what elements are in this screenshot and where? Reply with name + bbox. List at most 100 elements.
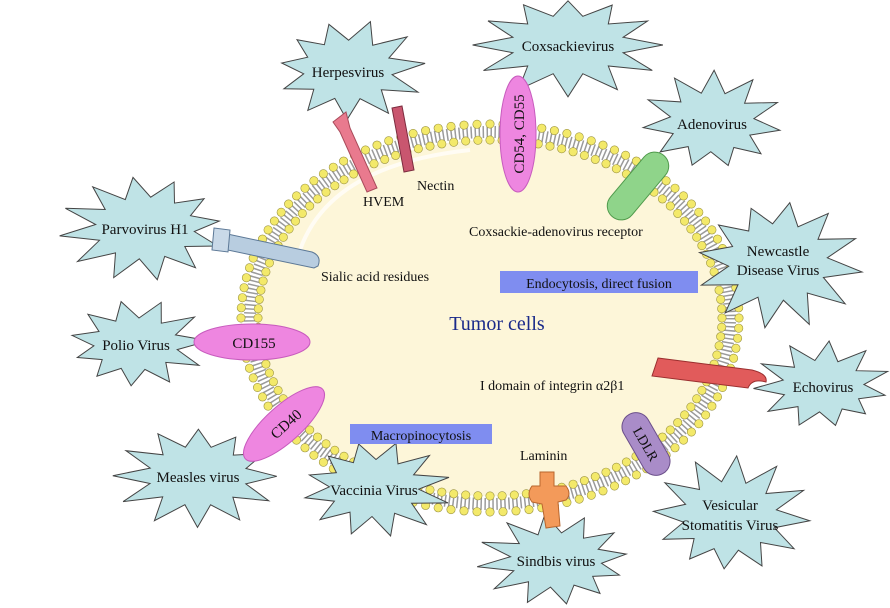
lipid-head: [261, 267, 271, 277]
virus-coxsackievirus-label: Coxsackievirus: [522, 39, 615, 55]
virus-newcastle-label-2: Disease Virus: [737, 263, 820, 279]
lipid-head: [733, 333, 743, 343]
lipid-head: [678, 191, 688, 201]
lipid-head: [694, 207, 704, 217]
virus-vaccinia: Vaccinia Virus: [303, 442, 450, 537]
lipid-head: [485, 119, 495, 129]
receptor-integrin: [651, 357, 767, 389]
lipid-head: [712, 392, 722, 402]
lipid-head: [318, 169, 328, 179]
receptor-sialic: [211, 227, 320, 269]
lipid-head: [449, 489, 459, 499]
lipid-head: [408, 129, 418, 139]
lipid-head: [473, 491, 483, 501]
receptor-cd54-cd55: CD54, CD55: [499, 75, 537, 193]
lipid-head: [328, 162, 338, 172]
lipid-head: [369, 159, 379, 169]
lipid-head: [621, 457, 631, 467]
receptor-sialic-label: Sialic acid residues: [321, 270, 429, 285]
lipid-head: [413, 144, 423, 154]
lipid-head: [694, 419, 704, 429]
lipid-head: [707, 401, 717, 411]
lipid-head: [574, 494, 584, 504]
lipid-head: [586, 490, 596, 500]
receptor-nectin: [391, 105, 415, 173]
lipid-head: [421, 126, 431, 136]
lipid-head: [321, 439, 331, 449]
lipid-head: [300, 183, 310, 193]
lipid-head: [673, 418, 683, 428]
membrane-tails: [244, 126, 736, 510]
virus-adenovirus: Adenovirus: [641, 69, 782, 167]
lipid-head: [485, 507, 495, 517]
lipid-head: [459, 120, 469, 130]
lipid-head: [241, 273, 251, 283]
lipid-head: [433, 503, 443, 513]
lipid-head: [473, 135, 483, 145]
entry-mode-endocytosis: Endocytosis, direct fusion: [500, 271, 698, 293]
lipid-head: [586, 136, 596, 146]
lipid-head: [273, 385, 283, 395]
lipid-head: [579, 150, 589, 160]
lipid-head: [291, 191, 301, 201]
lipid-head: [598, 140, 608, 150]
lipid-head: [686, 427, 696, 437]
lipid-head: [611, 462, 621, 472]
lipid-head: [601, 159, 611, 169]
lipid-head: [349, 169, 359, 179]
lipid-head: [318, 457, 328, 467]
lipid-head: [290, 216, 300, 226]
lipid-head: [562, 129, 572, 139]
center-label: Tumor cells: [449, 313, 545, 335]
lipid-head: [433, 123, 443, 133]
lipid-head: [446, 121, 456, 131]
lipid-head: [245, 263, 255, 273]
lipid-head: [313, 432, 323, 442]
lipid-head: [524, 505, 534, 515]
virus-adenovirus-label: Adenovirus: [677, 117, 747, 133]
receptor-integrin-label: I domain of integrin α2β1: [480, 379, 624, 394]
lipid-head: [459, 506, 469, 516]
lipid-head: [449, 137, 459, 147]
lipid-head: [446, 505, 456, 515]
lipid-head: [670, 183, 680, 193]
lipid-head: [278, 232, 288, 242]
lipid-head: [391, 150, 401, 160]
lipid-head: [557, 144, 567, 154]
lipid-head: [509, 490, 519, 500]
lipid-head: [264, 258, 274, 268]
lipid-head: [461, 136, 471, 146]
lipid-head: [239, 283, 249, 293]
lipid-head: [305, 425, 315, 435]
lipid-head: [384, 136, 394, 146]
lipid-head: [297, 208, 307, 218]
virus-vaccinia-label: Vaccinia Virus: [330, 483, 418, 499]
lipid-head: [621, 476, 631, 486]
lipid-head: [261, 359, 271, 369]
lipid-head: [621, 150, 631, 160]
receptor-hvem: [332, 111, 378, 193]
lipid-head: [590, 154, 600, 164]
lipid-head: [590, 472, 600, 482]
lipid-head: [716, 332, 726, 342]
lipid-head: [701, 410, 711, 420]
lipid-head: [437, 139, 447, 149]
lipid-head: [253, 304, 263, 314]
lipid-head: [601, 467, 611, 477]
lipid-head: [686, 402, 696, 412]
lipid-head: [264, 368, 274, 378]
lipid-head: [549, 126, 559, 136]
cell-body: [258, 140, 722, 496]
lipid-head: [716, 294, 726, 304]
lipid-head: [717, 313, 727, 323]
lipid-head: [537, 123, 547, 133]
lipid-head: [686, 224, 696, 234]
lipid-head: [697, 385, 707, 395]
lipid-head: [472, 119, 482, 129]
lipid-head: [268, 377, 278, 387]
lipid-head: [300, 443, 310, 453]
lipid-head: [574, 132, 584, 142]
lipid-head: [380, 154, 390, 164]
